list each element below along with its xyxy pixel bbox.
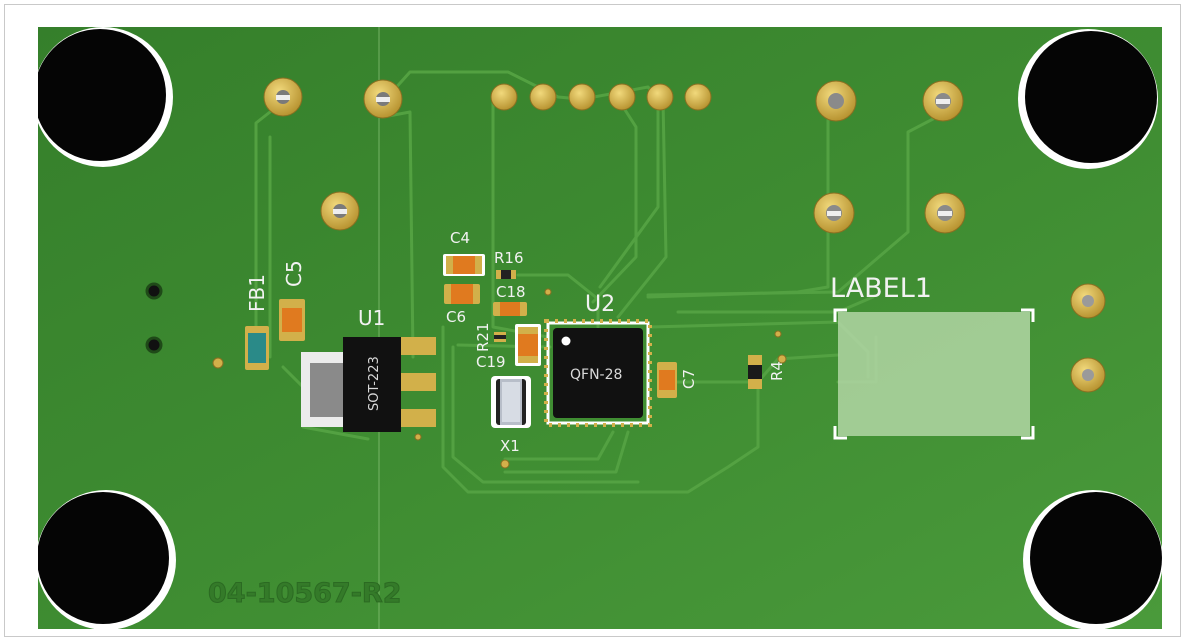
vias <box>212 288 787 469</box>
component-u1[interactable] <box>301 337 436 432</box>
drill-hole-1 <box>145 282 163 300</box>
fb1-label: FB1 <box>245 274 269 312</box>
r16-label: R16 <box>494 249 524 267</box>
component-c19[interactable] <box>515 324 541 366</box>
r4-label: R4 <box>768 361 786 381</box>
component-fb1[interactable] <box>245 326 269 370</box>
part-number-marking: 04-10567-R2 <box>208 578 402 609</box>
c18-label: C18 <box>496 283 526 301</box>
mounting-hole-bottom-right <box>1023 490 1162 629</box>
label1-heading: LABEL1 <box>830 273 932 304</box>
component-r4[interactable] <box>748 355 762 389</box>
pad-th-3 <box>320 191 360 231</box>
c19-label: C19 <box>476 353 506 371</box>
u2-label: U2 <box>585 292 615 317</box>
u1-label: U1 <box>358 306 385 330</box>
component-c18[interactable] <box>493 302 527 316</box>
pad-th-1 <box>263 77 303 117</box>
component-x1[interactable] <box>491 376 531 428</box>
pcb-3d-viewport[interactable]: FB1 C5 U1 SOT-223 C4 <box>38 27 1162 629</box>
pad-th-9 <box>1070 357 1106 393</box>
label1-area[interactable] <box>833 308 1035 440</box>
component-c5[interactable] <box>279 299 305 341</box>
drill-hole-2 <box>145 336 163 354</box>
component-c4[interactable] <box>443 254 485 276</box>
mounting-hole-bottom-left <box>38 490 176 629</box>
u2-package-marking: QFN-28 <box>570 367 622 383</box>
pad-th-7 <box>924 192 966 234</box>
through-hole-pads <box>263 77 1106 393</box>
component-c6[interactable] <box>444 284 480 304</box>
r21-label: R21 <box>474 322 492 352</box>
mounting-hole-top-left <box>38 27 173 167</box>
c4-label: C4 <box>450 229 470 247</box>
header-pin-row <box>490 83 712 111</box>
component-r21[interactable] <box>494 332 506 342</box>
c6-label: C6 <box>446 308 466 326</box>
pad-th-2 <box>363 79 403 119</box>
component-r16[interactable] <box>496 270 516 279</box>
x1-label: X1 <box>500 437 520 455</box>
c7-label: C7 <box>680 369 698 389</box>
u1-package-marking: SOT-223 <box>367 356 382 411</box>
pad-th-8 <box>1070 283 1106 319</box>
pad-th-5 <box>922 80 964 122</box>
component-c7[interactable] <box>657 362 677 398</box>
pad-th-4 <box>815 80 857 122</box>
mounting-hole-top-right <box>1018 29 1158 169</box>
c5-label: C5 <box>282 260 306 287</box>
pad-th-6 <box>813 192 855 234</box>
viewer-frame: FB1 C5 U1 SOT-223 C4 <box>4 4 1181 637</box>
component-u2[interactable] <box>544 319 652 427</box>
pcb-board-render[interactable]: FB1 C5 U1 SOT-223 C4 <box>38 27 1162 629</box>
